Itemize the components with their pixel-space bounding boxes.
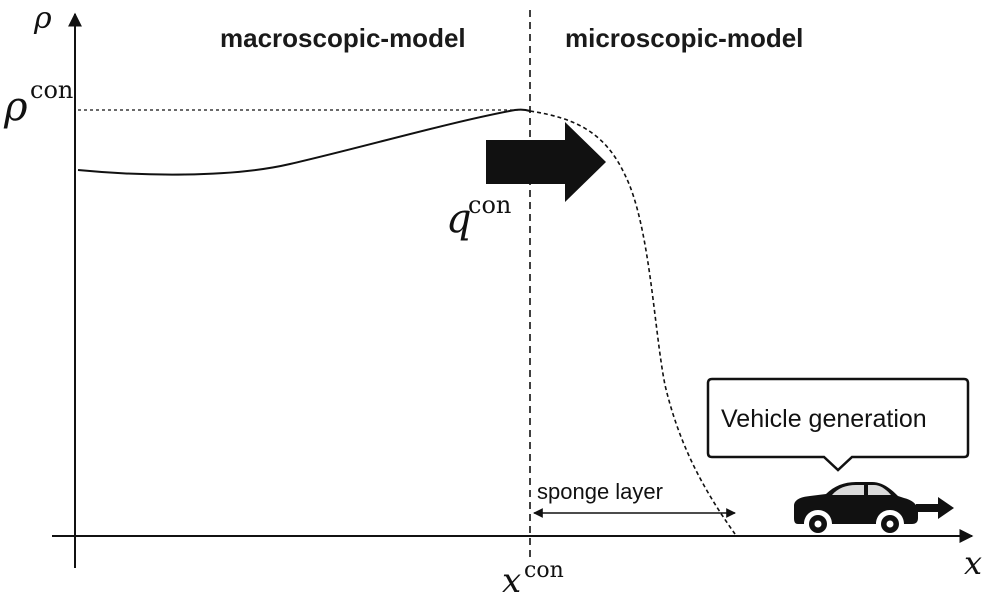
car-icon: [794, 482, 918, 533]
vehicle-generation-callout: Vehicle generation: [706, 377, 970, 472]
y-axis-symbol: ρ: [33, 1, 52, 36]
microscopic-density-curve: [529, 110, 736, 535]
svg-text:con: con: [468, 191, 511, 219]
sponge-layer-label: sponge layer: [537, 479, 663, 504]
svg-text:con: con: [524, 558, 564, 583]
x-con-label: x con: [502, 558, 564, 598]
microscopic-model-label: microscopic-model: [565, 23, 803, 53]
flow-arrow-icon: [486, 122, 606, 202]
svg-text:ρ: ρ: [3, 84, 28, 130]
svg-text:x: x: [502, 561, 521, 598]
small-arrow-icon: [916, 497, 954, 519]
callout-text: Vehicle generation: [721, 405, 927, 433]
q-con-label: q con: [446, 191, 511, 242]
x-axis-symbol: x: [964, 544, 982, 582]
svg-text:q: q: [446, 196, 472, 242]
rho-con-label: ρ con: [3, 76, 73, 130]
svg-text:con: con: [30, 76, 73, 104]
macroscopic-model-label: macroscopic-model: [220, 23, 466, 53]
macroscopic-density-curve: [77, 108, 531, 176]
